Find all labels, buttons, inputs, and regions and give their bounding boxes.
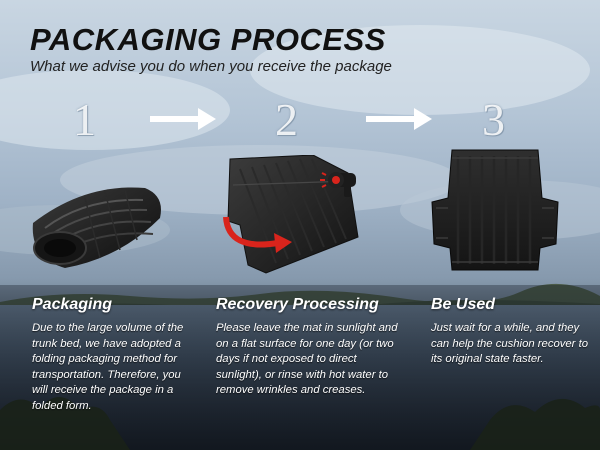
arrow-right-icon <box>150 108 216 130</box>
step-number-2: 2 <box>275 94 298 145</box>
page-subtitle: What we advise you do when you receive t… <box>30 58 392 75</box>
step-text-be-used: Just wait for a while, and they can help… <box>431 322 588 365</box>
step-title-recovery-processing: Recovery Processing <box>216 296 379 313</box>
folded-mat-icon <box>32 187 162 268</box>
foreground-trees <box>0 396 600 450</box>
step-number-1: 1 <box>73 94 96 145</box>
step-title-packaging: Packaging <box>32 296 113 313</box>
flattening-mat-icon <box>223 155 359 274</box>
step-title-be-used: Be Used <box>431 296 496 313</box>
step-text-recovery-processing: Please leave the mat in sunlight and on … <box>216 322 398 396</box>
arrow-right-icon <box>366 108 432 130</box>
step-number-3: 3 <box>482 94 505 145</box>
page-title: PACKAGING PROCESS <box>30 22 386 57</box>
step-text-packaging: Due to the large volume of the trunk bed… <box>32 322 184 412</box>
flat-mat-icon <box>431 149 559 271</box>
